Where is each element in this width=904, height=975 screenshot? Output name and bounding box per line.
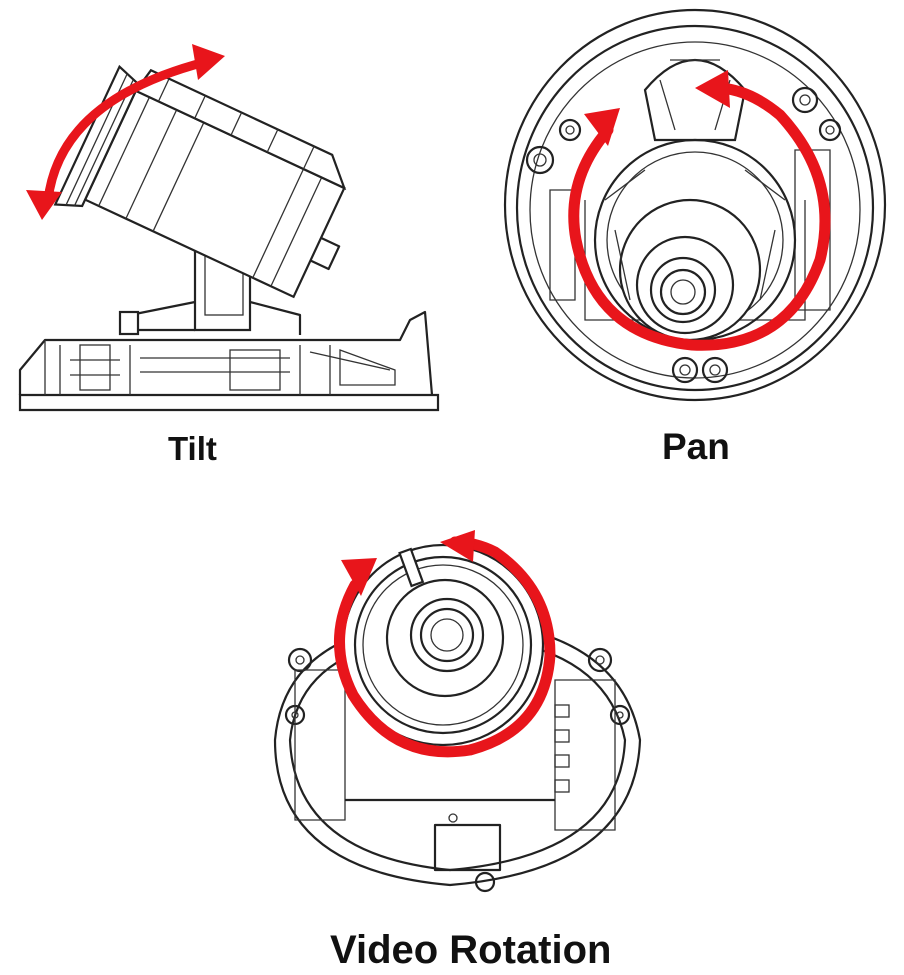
double-headed-curved-arrow-icon <box>26 44 225 220</box>
rotation-circular-arrow-icon <box>334 530 556 758</box>
pan-circular-arrow-icon <box>568 70 831 351</box>
screw-bosses <box>525 86 842 384</box>
pan-label: Pan <box>662 426 730 467</box>
video-rotation-label: Video Rotation <box>330 928 612 972</box>
tilt-label: Tilt <box>168 430 217 467</box>
